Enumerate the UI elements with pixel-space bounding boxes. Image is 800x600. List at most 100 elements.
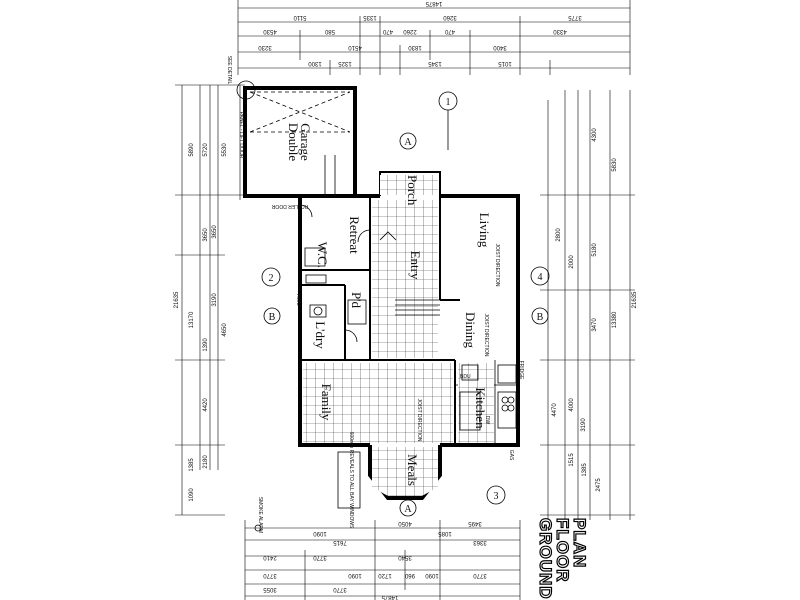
section-marker-2 [261,267,281,287]
room-label-pd: P'd [349,292,364,309]
dim-left: 1090 [189,488,195,502]
room-labels: Porch Retreat Entry Living W.C. P'd L'dr… [313,175,492,486]
room-label-meals: Meals [405,454,420,486]
plan-notes: JOIST DIRECTION JOIST DIRECTION JOIST DI… [254,244,524,533]
section-marker-4 [530,266,550,286]
bottom-dimensions [244,520,521,600]
section-marker-a [399,132,417,150]
note-joist-direction: JOIST DIRECTION [483,314,489,357]
section-marker-b [263,307,281,325]
dim-top: 3775 [568,14,582,20]
right-dimension-labels: 4300 5830 5180 2800 2000 21635 13380 347… [552,128,638,492]
note-gas: GAS [508,450,514,461]
room-label-wc: W.C. [315,242,330,268]
note-panel-lift-door: PANEL - LIFT DOOR [238,112,244,159]
section-marker-label: B [537,312,544,323]
dim-top: 2260 [403,28,417,34]
dim-left: 21635 [174,291,180,308]
room-label-retreat: Retreat [347,216,362,254]
dim-bottom: 3770 [313,554,327,560]
dim-bottom: 1720 [378,572,392,578]
right-dimensions [540,90,635,520]
dim-top: 1345 [428,60,442,66]
dim-top: 1830 [408,44,422,50]
note-dw: DW [484,416,490,425]
dim-bottom: 1085 [438,530,452,536]
note-fridge: FRIDGE [518,361,524,381]
dim-top: 3400 [493,44,507,50]
dim-bottom: 14875 [381,594,398,600]
dim-right: 2000 [569,255,575,269]
note-roller-door: ROLLER DOOR [271,203,308,209]
dim-right: 2475 [596,478,602,492]
note-slab-detail: SEE DETAIL [226,56,232,85]
room-label-garage: Garage [298,123,313,161]
dim-top-overall: 14875 [425,0,442,6]
dim-bottom: 3055 [263,586,277,592]
note-smoke-alarm: SMOKE ALARM [257,497,263,533]
room-label-garage: Double [286,123,301,162]
dim-right: 2800 [556,228,562,242]
dim-top: 5110 [293,14,307,20]
dim-right: 1385 [582,463,588,477]
dim-top: 580 [324,28,335,34]
dim-top: 4510 [348,44,362,50]
dim-left: 3650 [212,225,218,239]
dim-bottom: 2410 [263,554,277,560]
dim-left: 3650 [203,228,209,242]
note-bdu: BDU [460,374,471,380]
plan-title-line1: GROUND [536,518,555,600]
interior-walls [300,196,518,445]
dim-right: 3190 [581,418,587,432]
dim-right: 4000 [569,398,575,412]
section-marker-label: 1 [446,97,451,108]
left-dimension-labels: 5890 5720 5530 3650 3190 4650 1390 13170… [174,143,228,502]
note-joist-direction: JOIST DIRECTION [416,399,422,442]
dim-left: 3190 [212,293,218,307]
section-marker-b [531,307,549,325]
dim-top: 1325 [338,60,352,66]
dim-left: 5720 [203,143,209,157]
room-label-dining: Dining [463,312,478,349]
room-label-porch: Porch [405,175,420,206]
dim-bottom: 3495 [468,520,482,526]
garage: Double Garage PANEL - LIFT DOOR ROLLER D… [226,56,357,209]
dim-left: 1390 [203,338,209,352]
dim-right: 1515 [569,453,575,467]
section-marker-label: 4 [538,272,543,283]
plan-title-line2: FLOOR [553,518,572,583]
left-dimensions [175,84,245,516]
dim-right: 3470 [592,318,598,332]
plan-title: GROUND FLOOR PLAN [535,517,589,600]
top-dimensions [237,0,631,75]
dim-bottom: 3540 [398,554,412,560]
dim-top: 3260 [443,14,457,20]
dim-bottom: 960 [404,572,415,578]
dim-bottom: 3770 [473,572,487,578]
dim-left: 4420 [203,398,209,412]
top-dimension-labels: 14875 5110 1335 3260 3775 4530 580 470 2… [258,0,582,66]
dim-bottom: 1090 [348,572,362,578]
dim-top: 470 [382,28,393,34]
dim-right: 5830 [612,158,618,172]
dim-top: 1300 [308,60,322,66]
dim-bottom: 1090 [425,572,439,578]
plan-title-line3: PLAN [570,518,589,568]
note-bay-windows: 600mm REVEALS TO ALL BAY WINDOWS [348,432,354,529]
dim-bottom: 3363 [473,539,487,545]
section-marker-a [399,499,417,517]
section-marker-3 [486,485,506,505]
dim-top: 1015 [498,60,512,66]
note-joist-direction: JOIST DIRECTION [494,244,500,287]
dim-bottom: 3770 [333,586,347,592]
dim-top: 3230 [258,44,272,50]
dim-bottom: 3770 [263,572,277,578]
section-marker-label: 3 [494,491,499,502]
bottom-dimension-labels: 4050 3495 1085 1090 7615 3363 3770 3540 … [263,520,487,600]
room-label-laundry: L'dry [313,321,328,349]
dim-top: 1335 [363,14,377,20]
section-marker-label: A [404,504,412,515]
dim-top: 4330 [553,28,567,34]
dim-left: 2180 [203,455,209,469]
